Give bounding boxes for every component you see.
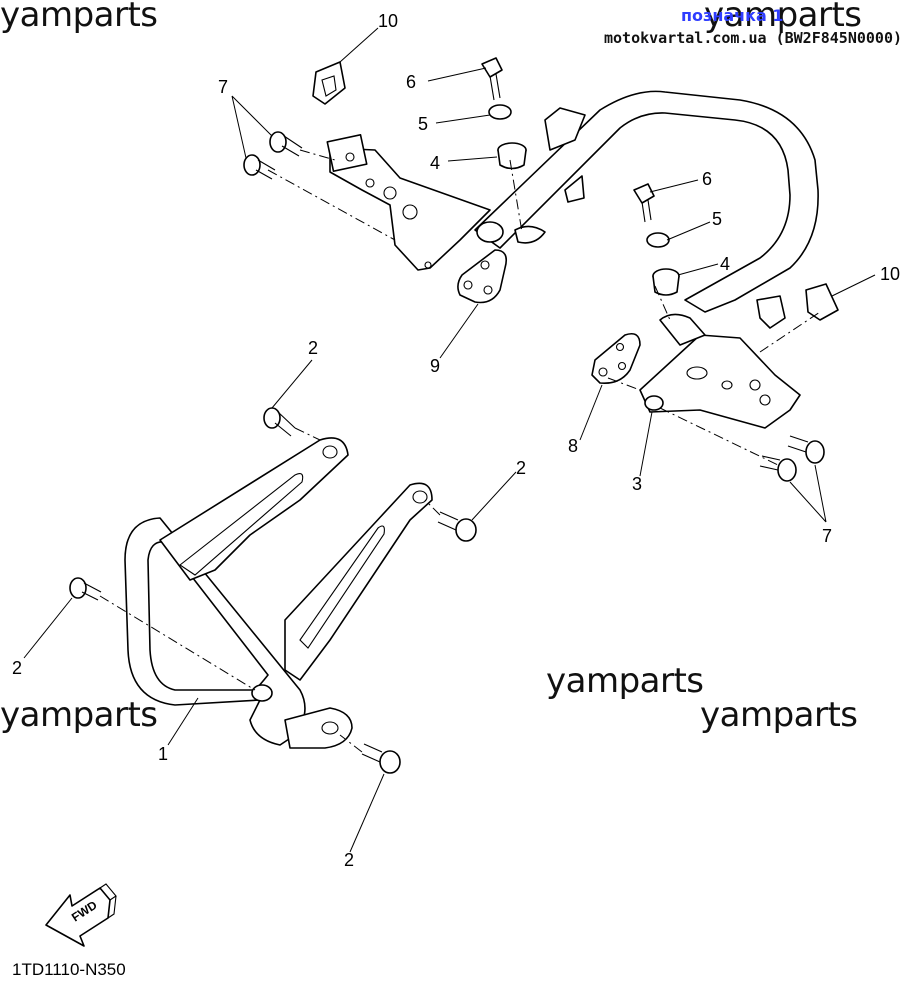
watermark-top-right: yamparts	[704, 0, 862, 35]
callout-3: 3	[632, 474, 642, 494]
callout-8: 8	[568, 436, 578, 456]
nut-clip-left	[326, 133, 368, 173]
bolt-2-top	[263, 407, 296, 437]
bolt-2-left	[69, 577, 102, 601]
callout-6-upper: 6	[406, 72, 416, 92]
callout-2-top: 2	[308, 338, 318, 358]
front-guard-assembly	[124, 437, 433, 749]
tube-foot-right	[659, 313, 706, 346]
bracket-hole	[383, 186, 397, 200]
callout-5-upper: 5	[418, 114, 428, 134]
plate-8	[591, 332, 641, 385]
bolt-7-upper-b	[243, 154, 276, 180]
bracket-hole	[402, 204, 418, 220]
bracket-hole	[749, 379, 761, 391]
bolt-6-upper	[481, 57, 503, 101]
callout-2-right: 2	[516, 458, 526, 478]
front-guard-foot	[284, 707, 353, 749]
callout-5-lower: 5	[712, 209, 722, 229]
bolt-2-right	[437, 511, 477, 542]
bracket-hole	[424, 261, 432, 269]
plate-hole	[615, 342, 625, 352]
tube-tab	[544, 107, 586, 151]
callout-6-lower: 6	[702, 169, 712, 189]
bolt-7-upper-a	[269, 131, 303, 157]
plate-hole	[598, 367, 608, 377]
stay-slot	[179, 473, 304, 576]
bracket-hole	[345, 152, 355, 162]
bracket-hole	[644, 395, 664, 411]
alignment-lines	[99, 149, 821, 753]
callout-10-left: 10	[378, 11, 398, 31]
watermark-mid-center: yamparts	[546, 661, 704, 701]
clip-nut-10-left	[312, 61, 346, 105]
washer-5-lower	[646, 232, 670, 248]
stay-slot	[299, 525, 385, 649]
plate-hole	[617, 361, 627, 371]
bolt-2-bottom	[361, 743, 401, 774]
foot-hole	[321, 721, 339, 735]
bracket-hole	[721, 380, 733, 390]
bolt-7-lower-b	[759, 455, 797, 482]
plate-hole	[463, 280, 473, 290]
tube-tab-small	[564, 175, 585, 203]
tube-joint	[251, 684, 273, 702]
leader-lines	[23, 27, 876, 853]
callout-10-right: 10	[880, 264, 900, 284]
tube-foot	[514, 225, 546, 244]
callout-9: 9	[430, 356, 440, 376]
callout-1: 1	[158, 744, 168, 764]
grommet-4-upper	[497, 142, 527, 170]
site-credit: motokvartal.com.ua (BW2F845N0000)	[604, 29, 903, 47]
watermark-mid-right: yamparts	[700, 695, 858, 735]
plate-hole	[483, 285, 493, 295]
callout-4-lower: 4	[720, 254, 730, 274]
tube-end	[476, 221, 504, 243]
marker-link[interactable]: позначка 1	[681, 6, 784, 25]
bolt-7-lower-a	[787, 435, 825, 464]
callout-2-bottom: 2	[344, 850, 354, 870]
bracket-hole	[686, 366, 708, 380]
bolt-6-lower	[633, 183, 655, 223]
front-guard-lower-stay	[284, 482, 433, 681]
stay-hole	[322, 445, 338, 459]
clip-nut-detail	[321, 75, 337, 97]
callout-7-upper: 7	[218, 77, 228, 97]
callout-2-left: 2	[12, 658, 22, 678]
clip-nut-10-right-b	[756, 295, 786, 329]
bracket-hole	[759, 394, 771, 406]
stay-hole	[412, 490, 428, 504]
diagram-code: 1TD1110-N350	[12, 960, 126, 979]
callout-7-lower: 7	[822, 526, 832, 546]
watermark-mid-left: yamparts	[0, 695, 158, 735]
callout-4-upper: 4	[430, 153, 440, 173]
washer-5-upper	[488, 104, 512, 120]
rear-guard-tube	[474, 90, 819, 313]
right-mount-bracket	[639, 334, 801, 429]
clip-nut-10-right	[805, 283, 839, 321]
grommet-4-lower	[652, 268, 680, 296]
fwd-arrow-icon: FWD	[45, 883, 117, 947]
watermark-top-left: yamparts	[0, 0, 158, 35]
rear-guard-assembly	[326, 90, 819, 429]
bracket-hole	[365, 178, 375, 188]
plate-hole	[480, 260, 490, 270]
plate-9	[457, 249, 508, 304]
